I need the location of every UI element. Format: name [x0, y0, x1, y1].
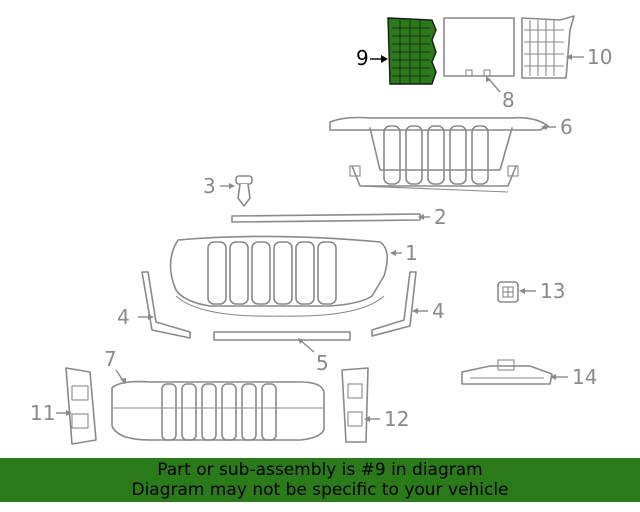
part-1[interactable] [169, 235, 388, 317]
callout-12: 12 [384, 407, 409, 431]
parts-diagram: 9 8 10 6 3 [30, 15, 612, 445]
info-banner: Part or sub-assembly is #9 in diagram Di… [0, 458, 640, 502]
banner-line-2: Diagram may not be specific to your vehi… [131, 480, 509, 500]
callout-4-left: 4 [117, 305, 130, 329]
callout-4-right: 4 [432, 299, 445, 323]
part-3[interactable] [235, 175, 253, 207]
part-2[interactable] [231, 213, 421, 223]
callout-2: 2 [434, 205, 447, 229]
part-10[interactable] [521, 15, 575, 79]
callout-3: 3 [203, 174, 216, 198]
callout-10: 10 [587, 45, 612, 69]
callout-7: 7 [104, 347, 117, 371]
banner-line-1: Part or sub-assembly is #9 in diagram [157, 460, 483, 480]
part-4-right[interactable] [371, 271, 417, 337]
part-8[interactable] [443, 17, 515, 77]
callout-1: 1 [405, 241, 418, 265]
part-6[interactable] [329, 116, 549, 193]
callout-11: 11 [30, 401, 55, 425]
callout-13: 13 [540, 279, 565, 303]
part-12[interactable] [341, 367, 369, 443]
callout-5: 5 [316, 351, 329, 375]
part-14[interactable] [461, 359, 553, 385]
part-13[interactable] [497, 281, 519, 303]
part-11[interactable] [65, 367, 97, 445]
part-7[interactable] [111, 380, 325, 441]
callout-9: 9 [356, 46, 369, 70]
callout-14: 14 [572, 365, 597, 389]
leader-5 [299, 339, 315, 353]
arrow-9 [381, 55, 388, 63]
part-4-left[interactable] [141, 271, 191, 339]
part-9-highlighted[interactable] [387, 17, 437, 85]
part-5[interactable] [213, 331, 351, 341]
arrowheads [66, 54, 572, 422]
callout-8: 8 [502, 88, 515, 112]
callout-6: 6 [560, 115, 573, 139]
